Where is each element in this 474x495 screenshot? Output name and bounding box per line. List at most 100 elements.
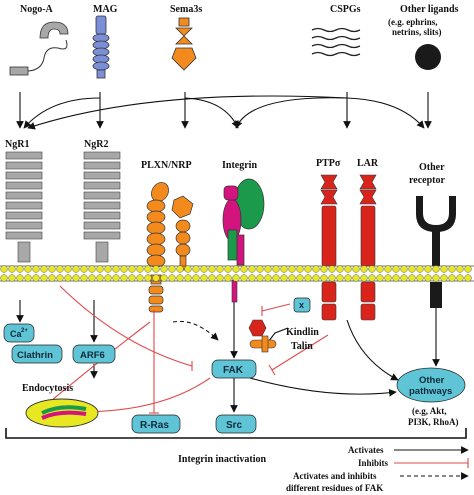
membrane-lipid <box>56 265 64 273</box>
membrane-lipid <box>64 274 72 282</box>
membrane-lipid <box>16 274 24 282</box>
membrane-lipid <box>32 274 40 282</box>
membrane-lipid <box>392 274 400 282</box>
membrane-lipid <box>432 274 440 282</box>
membrane-lipid <box>72 265 80 273</box>
r-ras-node: R-Ras <box>131 414 181 434</box>
membrane-lipid <box>120 274 128 282</box>
membrane-lipid <box>464 265 472 273</box>
membrane-lipid <box>168 265 176 273</box>
membrane-lipid <box>440 265 448 273</box>
membrane-lipid <box>208 274 216 282</box>
clathrin-node: Clathrin <box>11 344 63 364</box>
integrin-receptor <box>222 178 265 303</box>
membrane-lipid <box>24 274 32 282</box>
membrane-lipid <box>48 265 56 273</box>
membrane-lipid <box>8 265 16 273</box>
membrane-lipid <box>288 265 296 273</box>
membrane-lipid <box>328 265 336 273</box>
ligand-label-mag: MAG <box>93 4 118 15</box>
ca-node: Ca 2+ <box>3 323 35 343</box>
membrane-lipid <box>344 274 352 282</box>
membrane-lipid <box>464 274 472 282</box>
membrane-lipid <box>40 274 48 282</box>
membrane-lipid <box>272 265 280 273</box>
membrane-lipid <box>400 274 408 282</box>
ligand-label-sema3s: Sema3s <box>170 4 202 15</box>
kindlin-label: Kindlin <box>286 327 319 338</box>
ligand-label-other-ligands: Other ligands <box>400 4 459 15</box>
ligand-label-nogo-a: Nogo-A <box>20 4 54 15</box>
membrane-lipid <box>0 274 8 282</box>
mag-ligand <box>92 15 110 79</box>
ca-label: Ca <box>10 329 22 339</box>
membrane-lipid <box>208 265 216 273</box>
membrane-lipid <box>360 265 368 273</box>
membrane-lipid <box>200 274 208 282</box>
membrane-lipid <box>88 265 96 273</box>
membrane-lipid <box>272 274 280 282</box>
receptor-label-other-2: receptor <box>409 175 445 186</box>
membrane-lipid <box>40 265 48 273</box>
membrane-lipid <box>88 274 96 282</box>
membrane-lipid <box>368 265 376 273</box>
lar-receptor <box>359 174 377 321</box>
other-pathways-sub1: (e.g, Akt, <box>412 406 447 416</box>
membrane-lipid <box>64 265 72 273</box>
membrane-lipid <box>264 274 272 282</box>
receptor-label-other-1: Other <box>419 162 445 173</box>
integrin-inactivation-label: Integrin inactivation <box>178 454 266 465</box>
membrane-lipid <box>96 265 104 273</box>
membrane-lipid <box>376 265 384 273</box>
integrin-inactivation-bracket <box>5 428 467 439</box>
membrane-lipid <box>184 274 192 282</box>
membrane-lipid <box>304 265 312 273</box>
membrane-lipid <box>448 274 456 282</box>
other-pathways-label-2: pathways <box>409 386 452 397</box>
ligand-label-cspgs: CSPGs <box>330 4 361 15</box>
membrane-lipid <box>112 274 120 282</box>
membrane-lipid <box>384 265 392 273</box>
other-pathways-label-1: Other <box>419 375 445 386</box>
membrane-lipid <box>96 274 104 282</box>
legend-activates-inhibits-label-2: different residues of FAK <box>286 483 383 493</box>
cell-membrane <box>0 265 474 282</box>
membrane-lipid <box>280 274 288 282</box>
membrane-lipid <box>328 274 336 282</box>
membrane-lipid <box>424 265 432 273</box>
membrane-lipid <box>144 274 152 282</box>
ca-superscript: 2+ <box>21 328 28 334</box>
x-node: x <box>293 297 311 313</box>
membrane-lipid <box>432 265 440 273</box>
membrane-lipid <box>0 265 8 273</box>
nogo-a-ligand <box>9 21 69 76</box>
membrane-lipid <box>448 265 456 273</box>
membrane-lipid <box>160 265 168 273</box>
endocytosis-vesicle <box>25 398 99 428</box>
activation-arrows <box>16 300 440 413</box>
membrane-lipid <box>312 265 320 273</box>
membrane-lipid <box>304 274 312 282</box>
membrane-lipid <box>352 265 360 273</box>
membrane-lipid <box>112 265 120 273</box>
membrane-lipid <box>16 265 24 273</box>
ptp-sigma-receptor <box>320 174 338 321</box>
membrane-lipid <box>360 274 368 282</box>
receptor-label-lar: LAR <box>357 158 379 169</box>
membrane-lipid <box>336 274 344 282</box>
membrane-lipid <box>136 265 144 273</box>
x-label: x <box>299 300 304 310</box>
membrane-lipid <box>136 274 144 282</box>
receptor-label-ptp-sigma: PTPσ <box>316 158 341 169</box>
membrane-lipid <box>344 265 352 273</box>
clathrin-label: Clathrin <box>17 350 53 361</box>
ligand-label-other-ligands-sub1: (e.g. ephrins, <box>388 17 438 27</box>
ngr1-receptor <box>5 151 43 263</box>
ligand-arrows <box>16 92 432 130</box>
membrane-lipid <box>320 274 328 282</box>
membrane-lipid <box>416 265 424 273</box>
other-pathways-sub2: PI3K, RhoA) <box>408 417 459 427</box>
membrane-lipid <box>456 274 464 282</box>
other-pathways-node: Other pathways <box>396 367 466 403</box>
